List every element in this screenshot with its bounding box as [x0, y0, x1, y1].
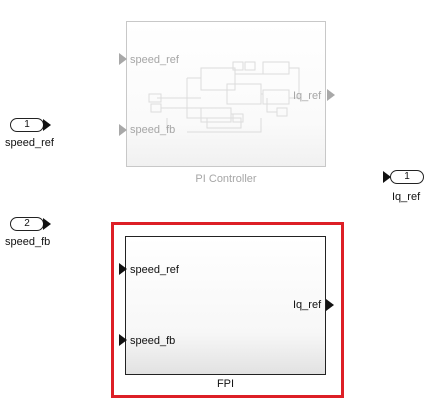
fpi-selection-highlight — [111, 222, 344, 398]
outport-1-arrow-icon — [383, 171, 391, 183]
pi-controller-title: PI Controller — [195, 173, 257, 185]
pi-output-arrow-icon — [327, 89, 335, 101]
inport-1-arrow-icon — [43, 119, 51, 131]
inport-2-arrow-icon — [43, 218, 51, 230]
pi-controller-internal-diagram — [148, 61, 300, 133]
inport-2-label: speed_fb — [5, 236, 51, 248]
pi-input-2-arrow-icon — [119, 124, 127, 136]
fpi-output-arrow-icon — [326, 299, 334, 311]
fpi-output-label: Iq_ref — [293, 299, 322, 311]
fpi-input-1-arrow-icon — [119, 263, 127, 275]
outport-1-label: Iq_ref — [392, 191, 421, 203]
pi-input-1-arrow-icon — [119, 53, 127, 65]
pi-input-1-label: speed_ref — [130, 54, 179, 66]
inport-1-label: speed_ref — [5, 137, 54, 149]
fpi-title: FPI — [216, 378, 235, 390]
inport-1-number[interactable]: 1 — [10, 118, 44, 132]
fpi-body[interactable] — [125, 236, 326, 375]
fpi-input-2-label: speed_fb — [130, 335, 176, 347]
pi-output-label: Iq_ref — [293, 90, 322, 102]
inport-2-number[interactable]: 2 — [10, 217, 44, 231]
outport-1-number[interactable]: 1 — [390, 170, 424, 184]
pi-controller-body[interactable] — [126, 21, 326, 167]
fpi-input-1-label: speed_ref — [130, 264, 179, 276]
fpi-input-2-arrow-icon — [119, 334, 127, 346]
pi-input-2-label: speed_fb — [130, 124, 176, 136]
